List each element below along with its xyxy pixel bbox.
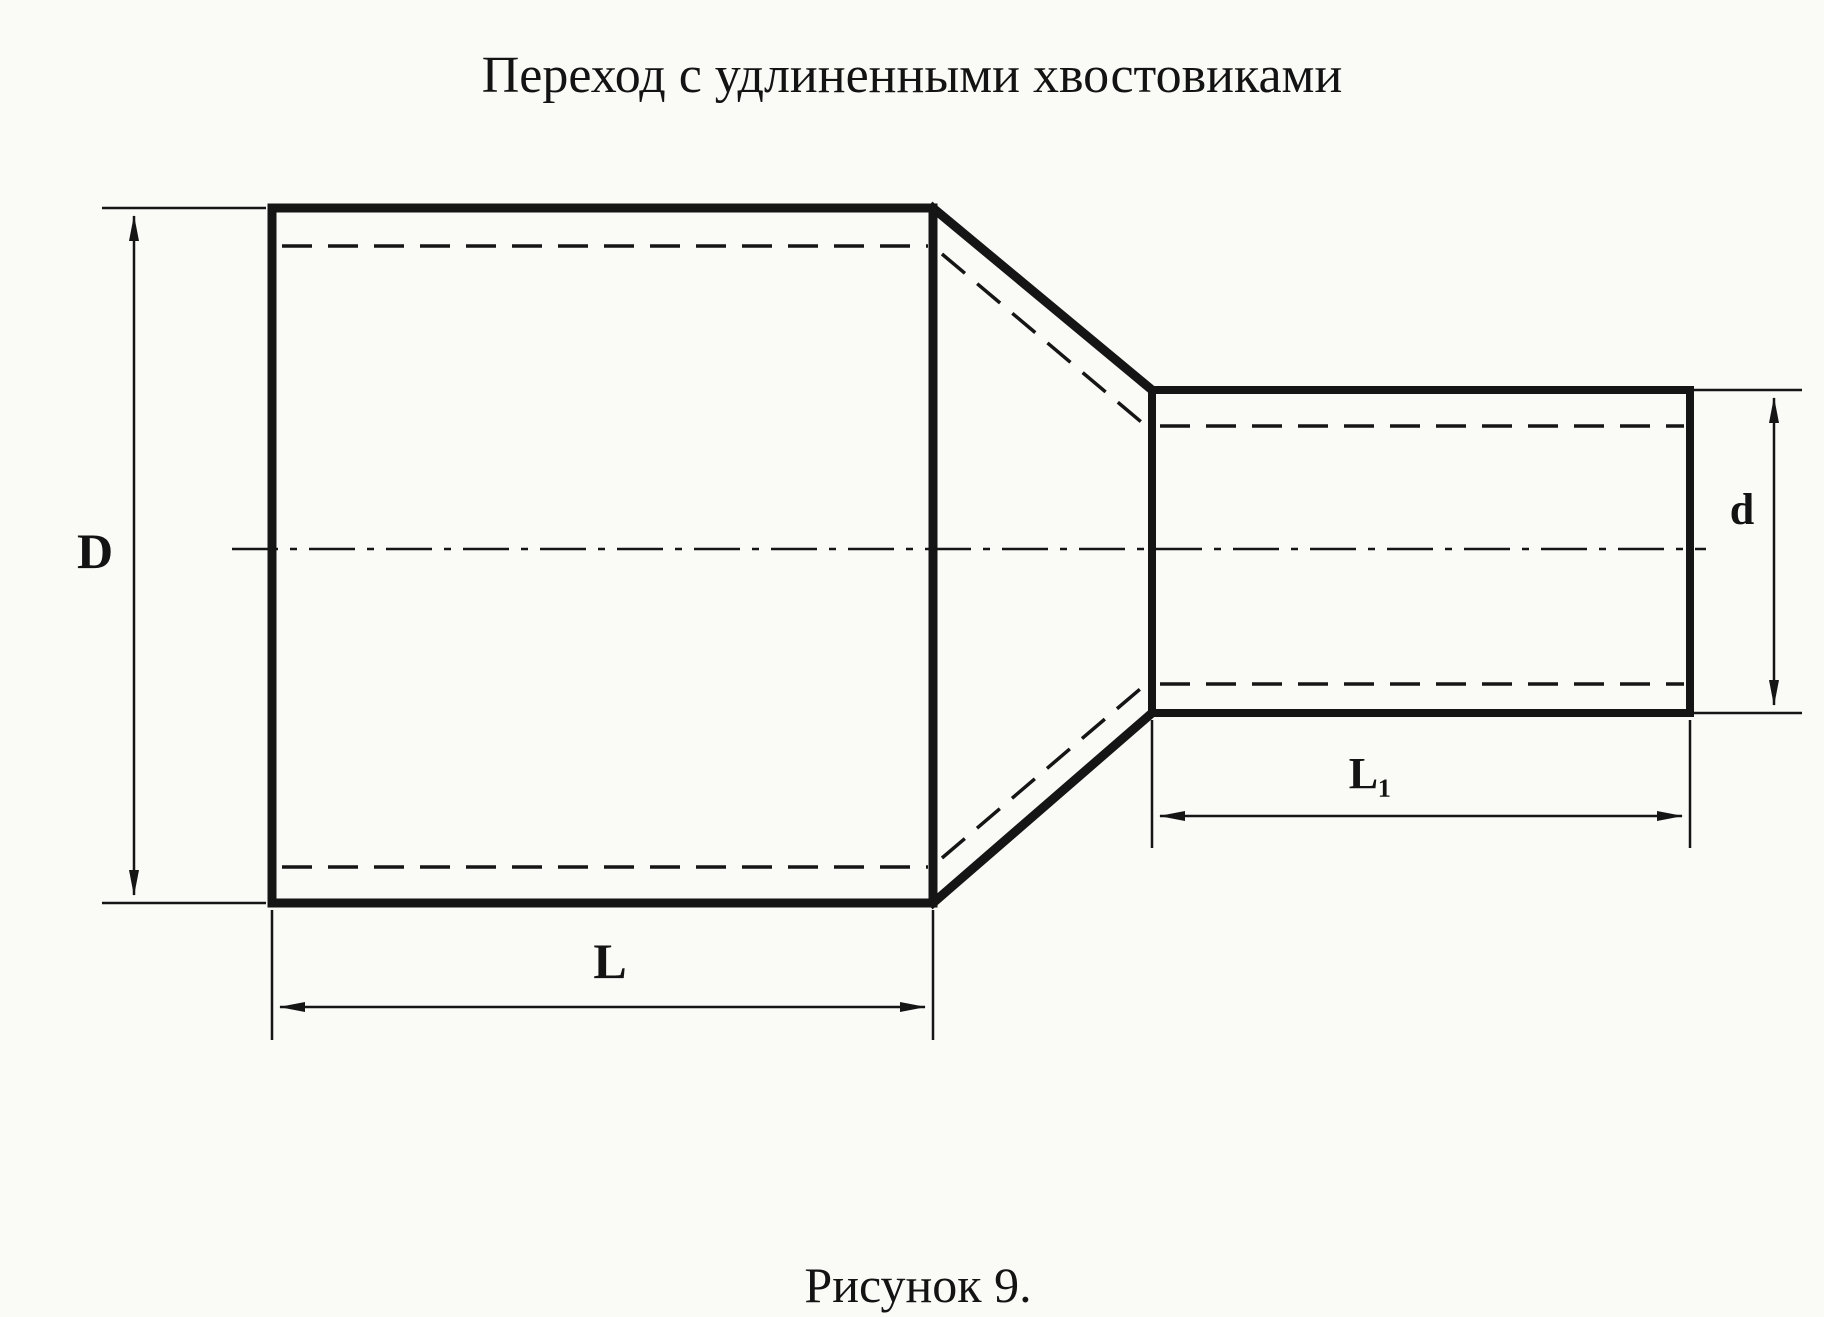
dimension-L1 [1150,720,1692,848]
dim-label-D: D [77,523,113,579]
drawing-title: Переход с удлиненными хвостовиками [482,47,1343,104]
small-pipe-outline [1148,386,1694,717]
dimension-D [102,206,266,905]
dimension-d [1692,388,1802,715]
large-pipe-outline [267,203,938,908]
cone-inner-bottom [940,682,1148,860]
cone-inner-top [940,252,1148,428]
cone-top-edge [926,201,1159,397]
dim-label-d: d [1730,485,1754,534]
dim-label-L: L [593,933,626,989]
figure-caption: Рисунок 9. [804,1257,1031,1313]
dim-label-L1: L₁ [1349,749,1392,798]
inner-wall-dashed-lines [282,244,1684,869]
dimension-L [270,910,935,1040]
cone-bottom-edge [926,706,1159,910]
pipe-outline [267,201,1694,910]
